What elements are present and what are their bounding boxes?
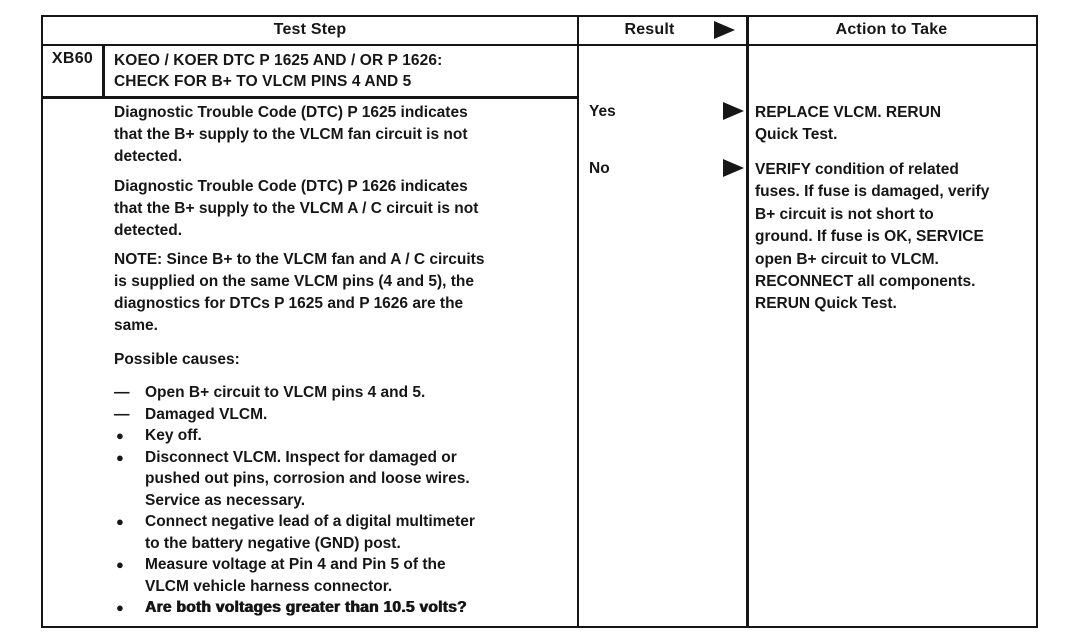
column-header-action: Action to Take: [748, 17, 1035, 44]
causes-and-procedure-list: — Open B+ circuit to VLCM pins 4 and 5. …: [114, 382, 576, 619]
column-header-result: Result: [579, 17, 746, 44]
result-header-label: Result: [624, 21, 675, 39]
result-arrow-icon: [723, 159, 744, 177]
result-no-label: No: [589, 160, 610, 177]
procedure-item-text: Key off.: [145, 427, 202, 444]
procedure-item: ● Measure voltage at Pin 4 and Pin 5 of …: [114, 554, 576, 597]
result-column-divider: [576, 17, 579, 626]
bullet-icon: ●: [116, 557, 124, 572]
bullet-icon: ●: [116, 514, 124, 529]
result-arrow-icon: [714, 21, 735, 39]
procedure-item-text: Measure voltage at Pin 4 and Pin 5 of th…: [145, 556, 446, 595]
cause-item-text: Damaged VLCM.: [145, 405, 268, 423]
procedure-item: ● Key off.: [114, 425, 576, 447]
step-id-column-divider: [102, 43, 105, 99]
paragraph-dtc-1625: Diagnostic Trouble Code (DTC) P 1625 ind…: [114, 104, 468, 165]
header-row-divider: [43, 43, 1036, 46]
result-yes-label: Yes: [589, 103, 616, 120]
bullet-icon: ●: [116, 428, 124, 443]
procedure-item-text: Are both voltages greater than 10.5 volt…: [145, 599, 467, 616]
bullet-icon: ●: [116, 449, 124, 465]
action-header-label: Action to Take: [835, 21, 948, 39]
title-row-divider: [43, 96, 579, 99]
action-column-divider: [746, 17, 749, 626]
step-id-cell: XB60: [51, 50, 94, 67]
pinpoint-test-table: Test Step Result Action to Take XB60 KOE…: [41, 15, 1038, 628]
result-arrow-icon: [723, 102, 744, 120]
cause-item: — Damaged VLCM.: [114, 404, 576, 426]
procedure-item-final-question: ● Are both voltages greater than 10.5 vo…: [114, 597, 576, 619]
paragraph-note: NOTE: Since B+ to the VLCM fan and A / C…: [114, 251, 485, 334]
paragraph-possible-causes: Possible causes:: [114, 351, 240, 368]
cause-item-text: Open B+ circuit to VLCM pins 4 and 5.: [145, 384, 426, 401]
procedure-item-text: Connect negative lead of a digital multi…: [145, 513, 475, 552]
paragraph-dtc-1626: Diagnostic Trouble Code (DTC) P 1626 ind…: [114, 178, 479, 239]
step-title: KOEO / KOER DTC P 1625 AND / OR P 1626: …: [114, 51, 443, 90]
cause-item: — Open B+ circuit to VLCM pins 4 and 5.: [114, 382, 576, 404]
dash-icon: —: [114, 384, 130, 401]
column-header-test-step: Test Step: [43, 17, 577, 44]
test-step-body: Diagnostic Trouble Code (DTC) P 1625 ind…: [114, 102, 576, 619]
test-step-header-label: Test Step: [273, 21, 347, 39]
dash-icon: —: [114, 405, 130, 423]
procedure-item: ● Connect negative lead of a digital mul…: [114, 511, 576, 554]
bullet-icon: ●: [116, 600, 124, 615]
procedure-item-text: Disconnect VLCM. Inspect for damaged or …: [145, 448, 470, 509]
action-yes-text: REPLACE VLCM. RERUN Quick Test.: [755, 104, 942, 144]
procedure-item: ● Disconnect VLCM. Inspect for damaged o…: [114, 447, 576, 512]
action-no-text: VERIFY condition of related fuses. If fu…: [755, 161, 990, 313]
